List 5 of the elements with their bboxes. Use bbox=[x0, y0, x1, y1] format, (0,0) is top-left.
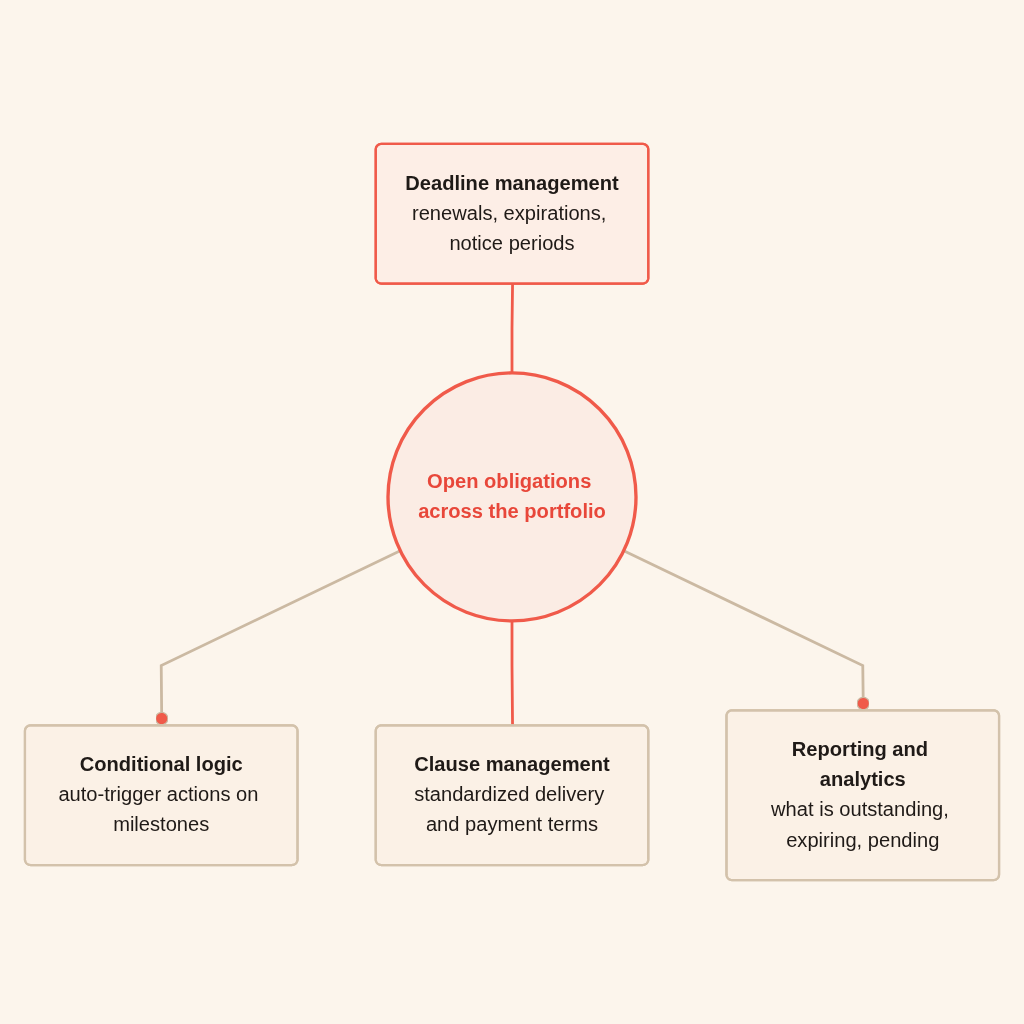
node-circle: Open obligations across the portfolio bbox=[386, 371, 638, 623]
connector bbox=[510, 620, 514, 726]
connector bbox=[623, 549, 870, 711]
connector bbox=[154, 549, 401, 726]
connector bbox=[510, 284, 514, 373]
